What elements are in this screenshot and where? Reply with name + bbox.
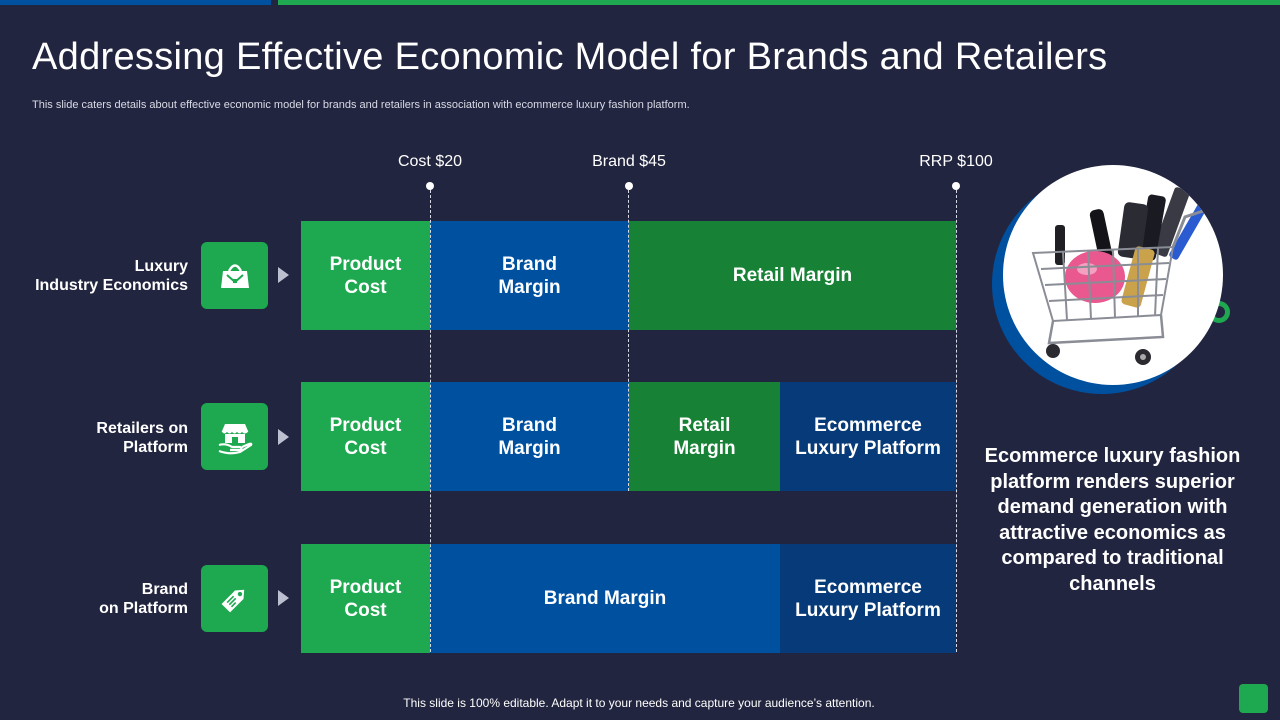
row-icon-box xyxy=(201,403,268,470)
row-label-line: Retailers on xyxy=(96,420,188,437)
handbag-icon xyxy=(220,263,249,288)
segment-text: Product Cost xyxy=(329,414,402,459)
store-in-hand-icon xyxy=(218,423,252,454)
dashed-line-rrp xyxy=(956,190,957,652)
segment-text: Retail Margin xyxy=(673,414,736,459)
marker-label-cost: Cost $20 xyxy=(397,153,463,170)
row-label-brand-platform: Brand on Platform xyxy=(99,580,188,618)
segment-text: Ecommerce Luxury Platform xyxy=(795,576,941,621)
side-description: Ecommerce luxury fashion platform render… xyxy=(984,445,1241,595)
footer-note: This slide is 100% editable. Adapt it to… xyxy=(403,696,875,710)
page-title: Addressing Effective Economic Model for … xyxy=(32,36,1108,78)
marker-label-rrp: RRP $100 xyxy=(919,153,993,170)
marker-dot-rrp xyxy=(952,182,960,190)
page-subtitle: This slide caters details about effectiv… xyxy=(32,99,690,111)
segment-product-cost: Product Cost xyxy=(301,544,430,653)
segment-ecommerce-platform: Ecommerce Luxury Platform xyxy=(780,382,956,491)
segment-text: Brand Margin xyxy=(498,253,561,298)
segment-retail-margin: Retail Margin xyxy=(629,221,956,330)
row-label-luxury-industry: Luxury Industry Economics xyxy=(35,257,188,295)
segment-text: Brand Margin xyxy=(498,414,561,459)
segment-text: Product Cost xyxy=(329,253,402,298)
price-tag-icon xyxy=(221,589,244,612)
segment-brand-margin: Brand Margin xyxy=(430,382,629,491)
segment-product-cost: Product Cost xyxy=(301,382,430,491)
segment-ecommerce-platform: Ecommerce Luxury Platform xyxy=(780,544,956,653)
row-arrow xyxy=(278,267,289,283)
dashed-line-brand xyxy=(628,190,629,491)
shopping-cart-cosmetics-icon xyxy=(1031,187,1211,365)
segment-text: Brand Margin xyxy=(543,588,667,609)
segment-brand-margin: Brand Margin xyxy=(430,544,780,653)
row-arrow xyxy=(278,590,289,606)
dashed-line-cost xyxy=(430,190,431,652)
segment-product-cost: Product Cost xyxy=(301,221,430,330)
row-label-line: Industry Economics xyxy=(35,277,188,294)
row-label-line: Platform xyxy=(123,439,188,456)
top-accent-bar-blue xyxy=(0,0,271,5)
row-label-line: on Platform xyxy=(99,600,188,617)
row-label-line: Luxury xyxy=(134,258,188,275)
marker-dot-cost xyxy=(426,182,434,190)
row-icon-box xyxy=(201,565,268,632)
row-label-retailers-platform: Retailers on Platform xyxy=(96,419,188,457)
marker-label-brand: Brand $45 xyxy=(592,153,666,170)
segment-text: Retail Margin xyxy=(732,265,853,286)
marker-dot-brand xyxy=(625,182,633,190)
segment-text: Product Cost xyxy=(329,576,402,621)
shopping-cart-image xyxy=(1003,165,1223,385)
segment-brand-margin: Brand Margin xyxy=(430,221,629,330)
segment-retail-margin: Retail Margin xyxy=(629,382,780,491)
row-arrow xyxy=(278,429,289,445)
segment-text: Ecommerce Luxury Platform xyxy=(795,414,941,459)
row-icon-box xyxy=(201,242,268,309)
top-accent-bar-green xyxy=(278,0,1280,5)
corner-square xyxy=(1239,684,1268,713)
row-label-line: Brand xyxy=(141,581,188,598)
